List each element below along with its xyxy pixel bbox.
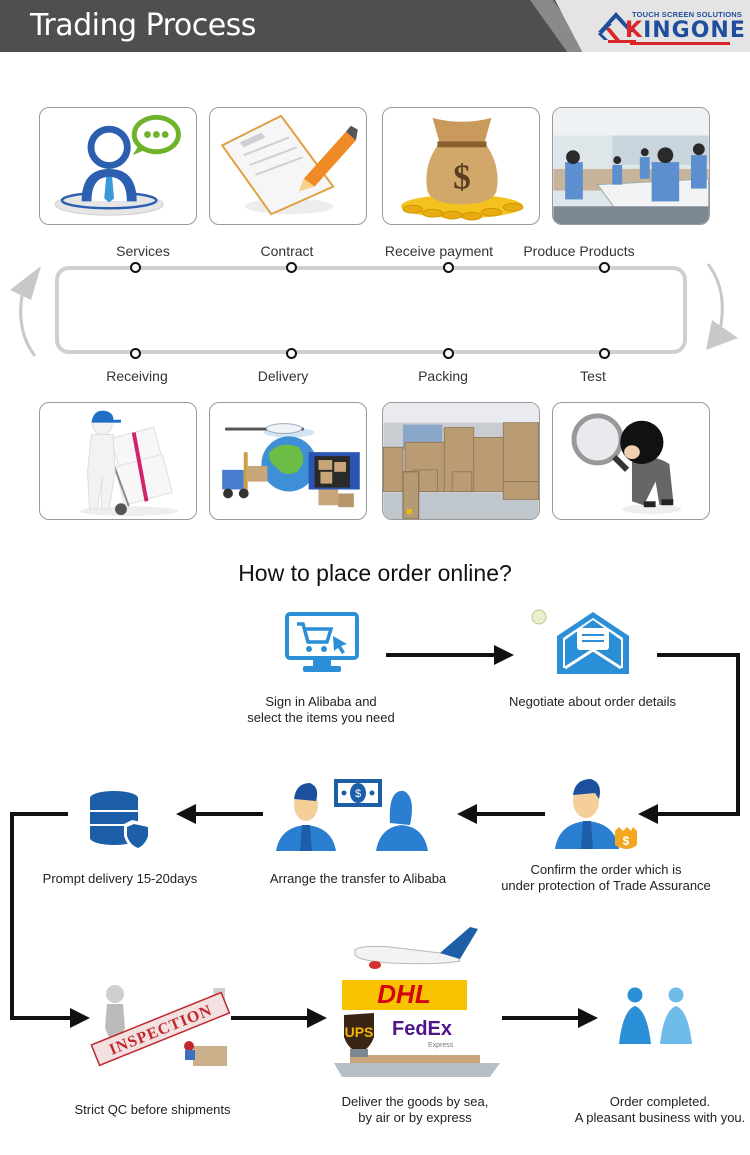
contract-pencil-icon xyxy=(220,114,358,216)
person-shield-icon: $ xyxy=(555,779,637,849)
flow-arrow-3-4 xyxy=(475,812,545,816)
logo-underline xyxy=(630,42,730,45)
logo-letter-k: K xyxy=(625,18,644,43)
caption-line: by air or by express xyxy=(358,1110,472,1125)
caption-line: Deliver the goods by sea, xyxy=(341,1094,489,1109)
two-people-icon xyxy=(619,987,692,1044)
page-title: Trading Process xyxy=(30,8,256,43)
svg-text:$: $ xyxy=(623,834,630,848)
flow-line-2-3-right xyxy=(736,653,740,816)
step-label-produce-products: Produce Products xyxy=(523,243,635,259)
card-delivery xyxy=(209,402,367,520)
ups-wordmark: UPS xyxy=(345,1024,374,1040)
cycle-node-services xyxy=(130,262,141,273)
caption-line: Sign in Alibaba and xyxy=(265,694,377,709)
caption-line: Prompt delivery 15-20days xyxy=(42,871,198,886)
database-shield-icon xyxy=(90,791,150,852)
cycle-node-receiving xyxy=(130,348,141,359)
fedex-express-label: Express xyxy=(428,1042,454,1049)
arrow-head-left-icon xyxy=(457,804,477,824)
cycle-node-packing xyxy=(443,348,454,359)
dhl-wordmark: DHL xyxy=(377,979,430,1009)
flow-arrow-1-2 xyxy=(386,653,498,657)
flow-arrow-4-5 xyxy=(193,812,263,816)
step-caption-order-completed: Order completed. A pleasant business wit… xyxy=(560,1094,750,1126)
step-caption-sign-in: Sign in Alibaba and select the items you… xyxy=(226,694,416,726)
order-section-title: How to place order online? xyxy=(238,560,512,586)
card-contract xyxy=(209,107,367,225)
logo-tagline: TOUCH SCREEN SOLUTIONS xyxy=(632,10,743,19)
step-label-services: Services xyxy=(116,243,170,259)
dhl-logo xyxy=(342,980,467,1010)
step-label-test: Test xyxy=(580,368,606,384)
cycle-node-produce-products xyxy=(599,262,610,273)
svg-text:$: $ xyxy=(355,788,361,800)
svg-text:$: $ xyxy=(453,157,471,197)
shipping-carriers-icon: DHL UPS FedEx Express xyxy=(334,927,500,1077)
customer-service-icon xyxy=(54,114,181,216)
factory-production-photo xyxy=(553,108,709,224)
computer-cart-icon xyxy=(285,612,359,672)
magnifier-inspector-icon xyxy=(571,413,682,515)
step-caption-arrange-transfer: Arrange the transfer to Alibaba xyxy=(258,871,458,887)
flow-line-2-3-top xyxy=(657,653,740,657)
arrow-head-right-icon xyxy=(494,645,514,665)
money-bag-icon: $ xyxy=(401,117,524,221)
cycle-arrow-down-icon xyxy=(706,263,738,350)
caption-line: A pleasant business with you. xyxy=(574,1110,746,1125)
caption-line: Negotiate about order details xyxy=(509,694,676,709)
cycle-node-contract xyxy=(286,262,297,273)
card-services xyxy=(39,107,197,225)
arrow-head-left-icon xyxy=(176,804,196,824)
kingone-logo-mark-icon xyxy=(598,12,636,43)
envelope-icon xyxy=(557,612,629,674)
warehouse-boxes-photo xyxy=(383,403,539,519)
flow-arrow-6-7 xyxy=(231,1016,311,1020)
step-caption-prompt-delivery: Prompt delivery 15-20days xyxy=(30,871,210,887)
fedex-wordmark: FedEx xyxy=(392,1018,452,1040)
arrow-head-right-icon xyxy=(307,1008,327,1028)
badge-seal-icon xyxy=(531,609,547,625)
step-label-receiving: Receiving xyxy=(106,368,168,384)
cycle-node-receive-payment xyxy=(443,262,454,273)
logo-letters-rest: INGONE xyxy=(643,18,746,43)
inspection-icon: INSPECTION xyxy=(90,985,231,1067)
ups-shield-logo xyxy=(344,1013,374,1053)
process-cycle-track xyxy=(55,266,687,354)
step-caption-deliver-goods: Deliver the goods by sea, by air or by e… xyxy=(325,1094,505,1126)
step-caption-negotiate: Negotiate about order details xyxy=(490,694,695,710)
arrow-head-right-icon xyxy=(70,1008,90,1028)
money-transfer-icon: $ xyxy=(276,779,428,851)
card-receiving xyxy=(39,402,197,520)
logo-wordmark: KINGONE xyxy=(625,18,746,43)
step-label-receive-payment: Receive payment xyxy=(384,243,494,259)
arrow-head-right-icon xyxy=(578,1008,598,1028)
global-logistics-icon xyxy=(222,423,360,508)
step-label-contract: Contract xyxy=(260,243,314,259)
card-produce-products xyxy=(552,107,710,225)
cycle-node-test xyxy=(599,348,610,359)
flow-line-5-6-bottom xyxy=(10,1016,72,1020)
card-packing xyxy=(382,402,540,520)
caption-line: Confirm the order which is xyxy=(530,862,682,877)
cycle-arrow-up-icon xyxy=(10,266,41,357)
step-caption-strict-qc: Strict QC before shipments xyxy=(55,1102,250,1118)
step-caption-confirm-order: Confirm the order which is under protect… xyxy=(476,862,736,894)
step-label-delivery: Delivery xyxy=(257,368,309,384)
cycle-node-delivery xyxy=(286,348,297,359)
caption-line: Order completed. xyxy=(609,1094,711,1109)
card-test xyxy=(552,402,710,520)
flow-line-2-3-bottom xyxy=(655,812,740,816)
caption-line: select the items you need xyxy=(247,710,395,725)
flow-arrow-7-8 xyxy=(502,1016,582,1020)
flow-line-5-6-top xyxy=(10,812,68,816)
flow-line-5-6-left xyxy=(10,812,14,1020)
caption-line: Strict QC before shipments xyxy=(74,1102,231,1117)
card-receive-payment: $ xyxy=(382,107,540,225)
step-label-packing: Packing xyxy=(418,368,468,384)
caption-line: Arrange the transfer to Alibaba xyxy=(269,871,447,886)
hand-truck-icon xyxy=(79,410,178,517)
arrow-head-left-icon xyxy=(638,804,658,824)
caption-line: under protection of Trade Assurance xyxy=(501,878,711,893)
